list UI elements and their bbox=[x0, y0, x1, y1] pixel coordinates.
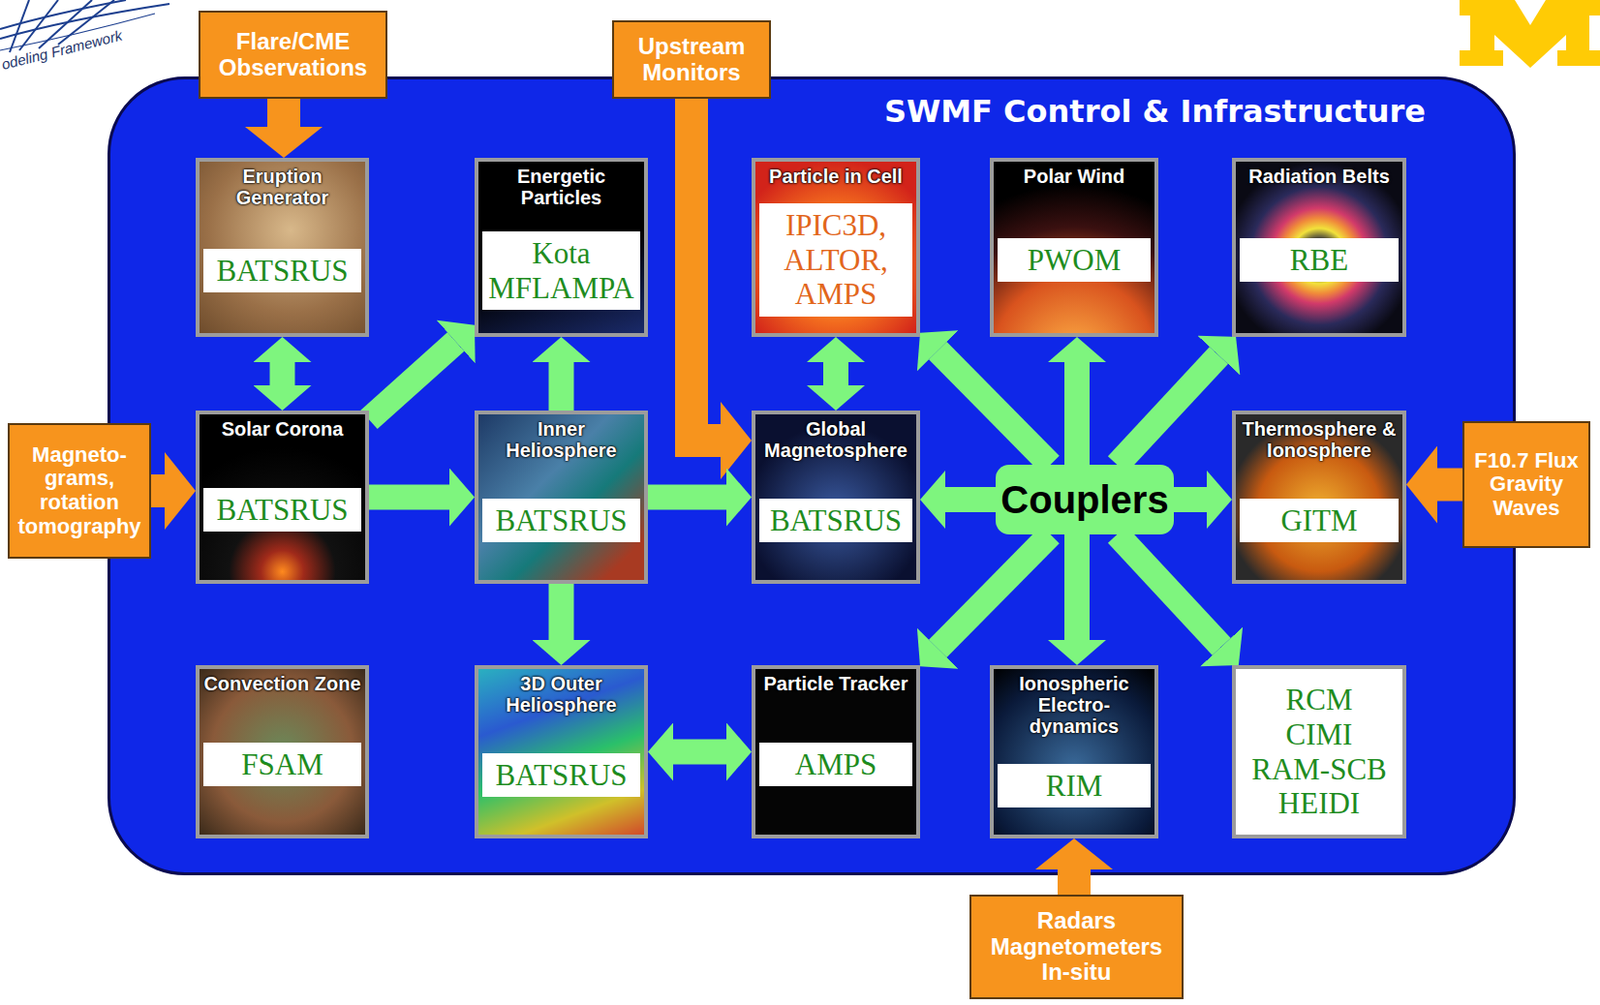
component-box: Polar WindPWOM bbox=[989, 157, 1159, 338]
coupling-arrow bbox=[270, 362, 296, 386]
model-name: BATSRUS bbox=[203, 488, 362, 533]
node-title: Polar Wind bbox=[993, 161, 1155, 187]
university-logo bbox=[1459, 0, 1600, 68]
component-box: Particle in CellIPIC3D, ALTOR, AMPS bbox=[751, 157, 921, 338]
node-title: Eruption Generator bbox=[199, 161, 366, 209]
coupling-arrow bbox=[369, 485, 450, 511]
node-title: Radiation Belts bbox=[1235, 161, 1403, 187]
model-name: PWOM bbox=[997, 238, 1151, 283]
model-name: BATSRUS bbox=[482, 753, 641, 799]
input-callout: F10.7 Flux Gravity Waves bbox=[1462, 421, 1591, 549]
input-callout: Flare/CME Observations bbox=[198, 10, 388, 99]
input-callout: Radars Magnetometers In-situ bbox=[969, 894, 1184, 1000]
component-box: Solar CoronaBATSRUS bbox=[195, 410, 370, 585]
component-box: Eruption GeneratorBATSRUS bbox=[195, 157, 370, 338]
model-name: GITM bbox=[1239, 498, 1399, 544]
component-box: Convection ZoneFSAM bbox=[195, 665, 370, 839]
coupling-arrow bbox=[823, 362, 849, 386]
node-title: Energetic Particles bbox=[478, 161, 645, 209]
node-title: Particle in Cell bbox=[755, 161, 917, 187]
coupling-arrow bbox=[1116, 355, 1219, 465]
model-name: Kota MFLAMPA bbox=[482, 231, 641, 310]
node-title: 3D Outer Heliosphere bbox=[478, 669, 645, 716]
coupling-arrow bbox=[369, 341, 457, 420]
coupling-arrow bbox=[937, 534, 1050, 649]
model-name: BATSRUS bbox=[203, 248, 362, 294]
node-title: Flare/CME Observations bbox=[206, 29, 380, 82]
coupling-arrow bbox=[945, 487, 996, 513]
node-title: Couplers bbox=[1000, 478, 1169, 522]
node-title: Upstream Monitors bbox=[619, 33, 764, 87]
coupling-arrow bbox=[1173, 487, 1207, 513]
model-name: BATSRUS bbox=[482, 498, 641, 544]
component-box: Ionospheric Electro-dynamicsRIM bbox=[989, 665, 1159, 839]
input-callout: Upstream Monitors bbox=[612, 20, 771, 99]
coupling-arrow bbox=[549, 362, 575, 411]
input-arrow bbox=[691, 98, 721, 441]
framework-panel: SWMF Control & InfrastructureEruption Ge… bbox=[107, 76, 1516, 876]
input-arrow bbox=[151, 474, 165, 508]
input-callout: Magneto-grams, rotation tomography bbox=[7, 423, 152, 559]
component-box: 3D Outer HeliosphereBATSRUS bbox=[474, 665, 648, 839]
coupling-arrow bbox=[1064, 534, 1090, 641]
input-arrow bbox=[1057, 869, 1091, 895]
component-box: RCM CIMI RAM-SCB HEIDI bbox=[1231, 665, 1407, 839]
node-title: F10.7 Flux Gravity Waves bbox=[1470, 449, 1583, 522]
node-title: Thermosphere & Ionosphere bbox=[1235, 414, 1403, 462]
node-title: Solar Corona bbox=[199, 414, 366, 440]
coupler-hub: Couplers bbox=[995, 464, 1174, 535]
coupling-arrow bbox=[1064, 362, 1090, 465]
node-title: Inner Heliosphere bbox=[478, 414, 645, 462]
component-box: Thermosphere & IonosphereGITM bbox=[1231, 410, 1407, 585]
model-name: RIM bbox=[997, 764, 1151, 809]
coupling-arrow bbox=[647, 485, 727, 511]
node-title: Ionospheric Electro-dynamics bbox=[993, 669, 1155, 738]
node-title: RCM CIMI RAM-SCB HEIDI bbox=[1239, 682, 1399, 822]
coupling-arrow bbox=[1116, 534, 1222, 647]
model-name: FSAM bbox=[203, 742, 362, 788]
node-title: Particle Tracker bbox=[755, 669, 917, 695]
node-title: Convection Zone bbox=[199, 669, 366, 695]
model-name: BATSRUS bbox=[759, 498, 913, 544]
component-box: Energetic ParticlesKota MFLAMPA bbox=[474, 157, 648, 338]
input-arrow bbox=[1437, 468, 1463, 502]
component-box: Global MagnetosphereBATSRUS bbox=[751, 410, 921, 585]
model-name: IPIC3D, ALTOR, AMPS bbox=[759, 203, 913, 317]
node-title: Magneto-grams, rotation tomography bbox=[15, 443, 144, 540]
model-name: AMPS bbox=[759, 742, 913, 788]
model-name: RBE bbox=[1239, 238, 1399, 283]
coupling-arrow bbox=[673, 739, 727, 766]
node-title: Radars Magnetometers In-situ bbox=[977, 908, 1176, 987]
node-title: Global Magnetosphere bbox=[755, 414, 917, 462]
coupling-arrow bbox=[937, 350, 1050, 465]
node-title: SWMF Control & Infrastructure bbox=[884, 92, 1426, 130]
component-box: Particle TrackerAMPS bbox=[751, 665, 921, 839]
input-arrow bbox=[267, 98, 301, 127]
component-box: Inner HeliosphereBATSRUS bbox=[474, 410, 648, 585]
coupling-arrow bbox=[549, 584, 575, 641]
component-box: Radiation BeltsRBE bbox=[1231, 157, 1407, 338]
